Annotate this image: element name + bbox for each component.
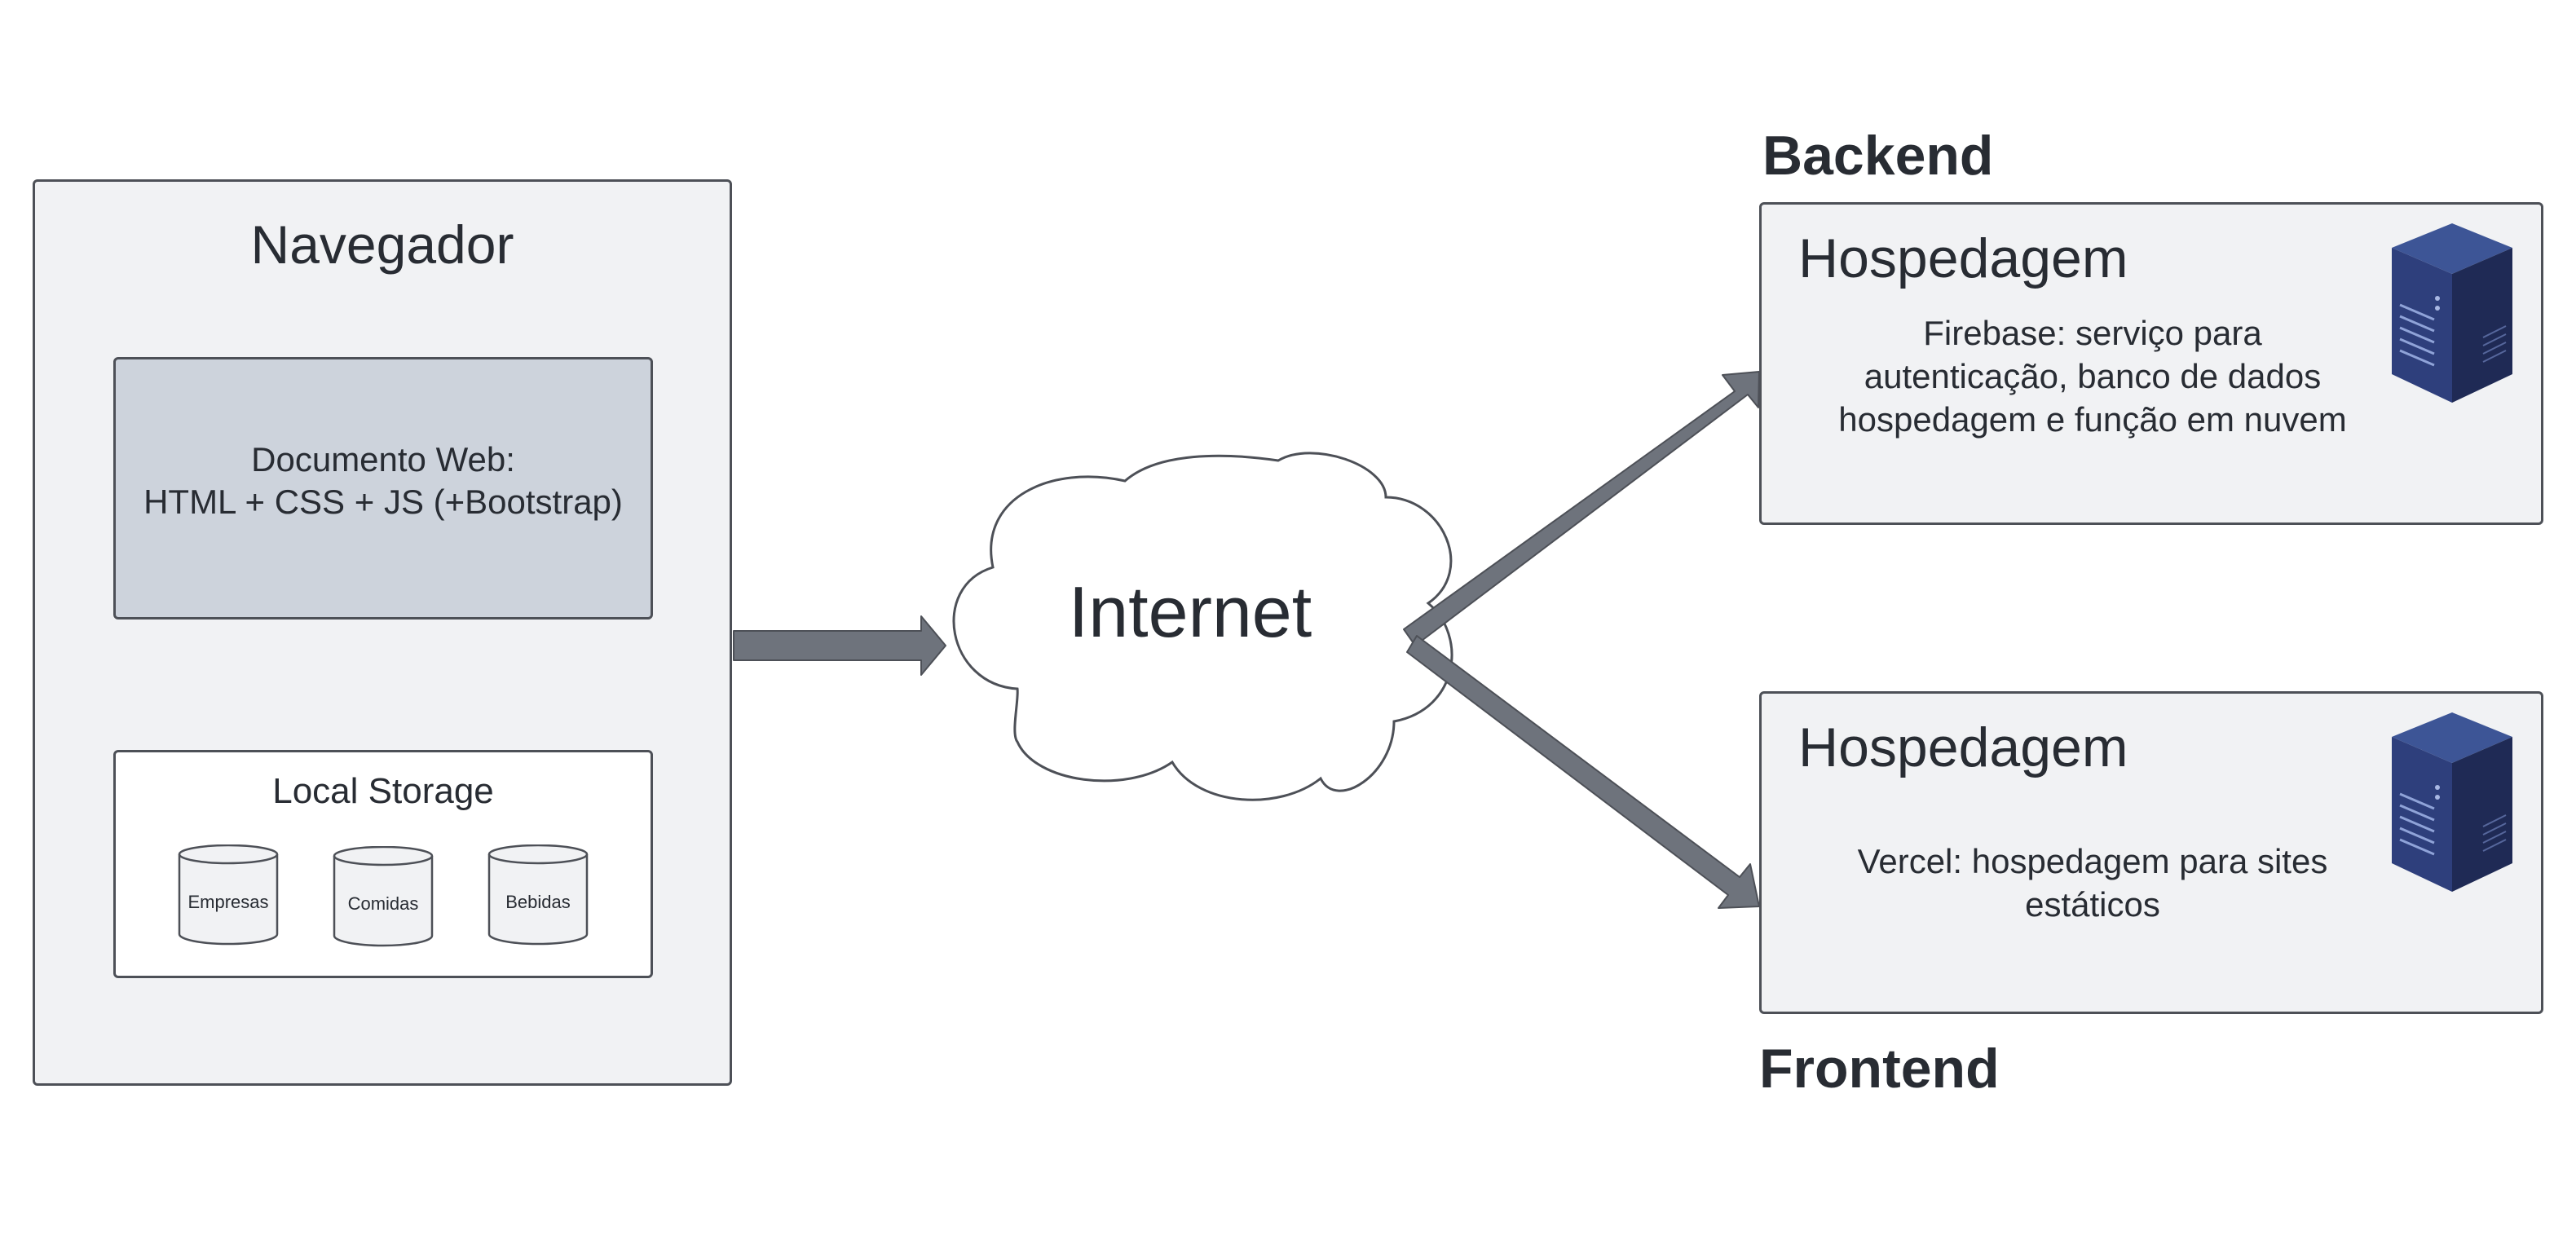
cloud-icon: [952, 452, 1453, 801]
database-cylinder-icon: [178, 844, 279, 946]
arrow-internet-to-backend: [1403, 371, 1760, 646]
frontend-hosting-title: Hospedagem: [1798, 717, 2128, 778]
database-cylinder-icon: [487, 844, 589, 946]
storage-label-bebidas: Bebidas: [505, 892, 571, 912]
server-icon: [2392, 223, 2512, 403]
frontend-heading: Frontend: [1759, 1038, 2000, 1100]
web-document-line-1: Documento Web:: [251, 440, 515, 478]
internet-label: Internet: [1068, 571, 1312, 652]
backend-hosting-description: Firebase: serviço para autenticação, ban…: [1838, 314, 2347, 439]
arrow-internet-to-frontend: [1406, 635, 1760, 909]
backend-hosting-title: Hospedagem: [1798, 227, 2128, 289]
database-cylinder-icon: [333, 846, 434, 947]
storage-label-comidas: Comidas: [347, 893, 419, 914]
arrow-browser-to-internet: [733, 615, 946, 676]
web-document-text: Documento Web: HTML + CSS + JS (+Bootstr…: [113, 439, 653, 523]
storage-label-empresas: Empresas: [187, 892, 269, 912]
browser-title: Navegador: [250, 214, 514, 275]
frontend-hosting-description: Vercel: hospedagem para sites estáticos: [1857, 842, 2328, 924]
backend-heading: Backend: [1762, 125, 1994, 187]
web-document-box: [113, 357, 653, 620]
server-icon: [2392, 712, 2512, 892]
web-document-line-2: HTML + CSS + JS (+Bootstrap): [143, 483, 623, 521]
local-storage-title: Local Storage: [272, 771, 494, 811]
